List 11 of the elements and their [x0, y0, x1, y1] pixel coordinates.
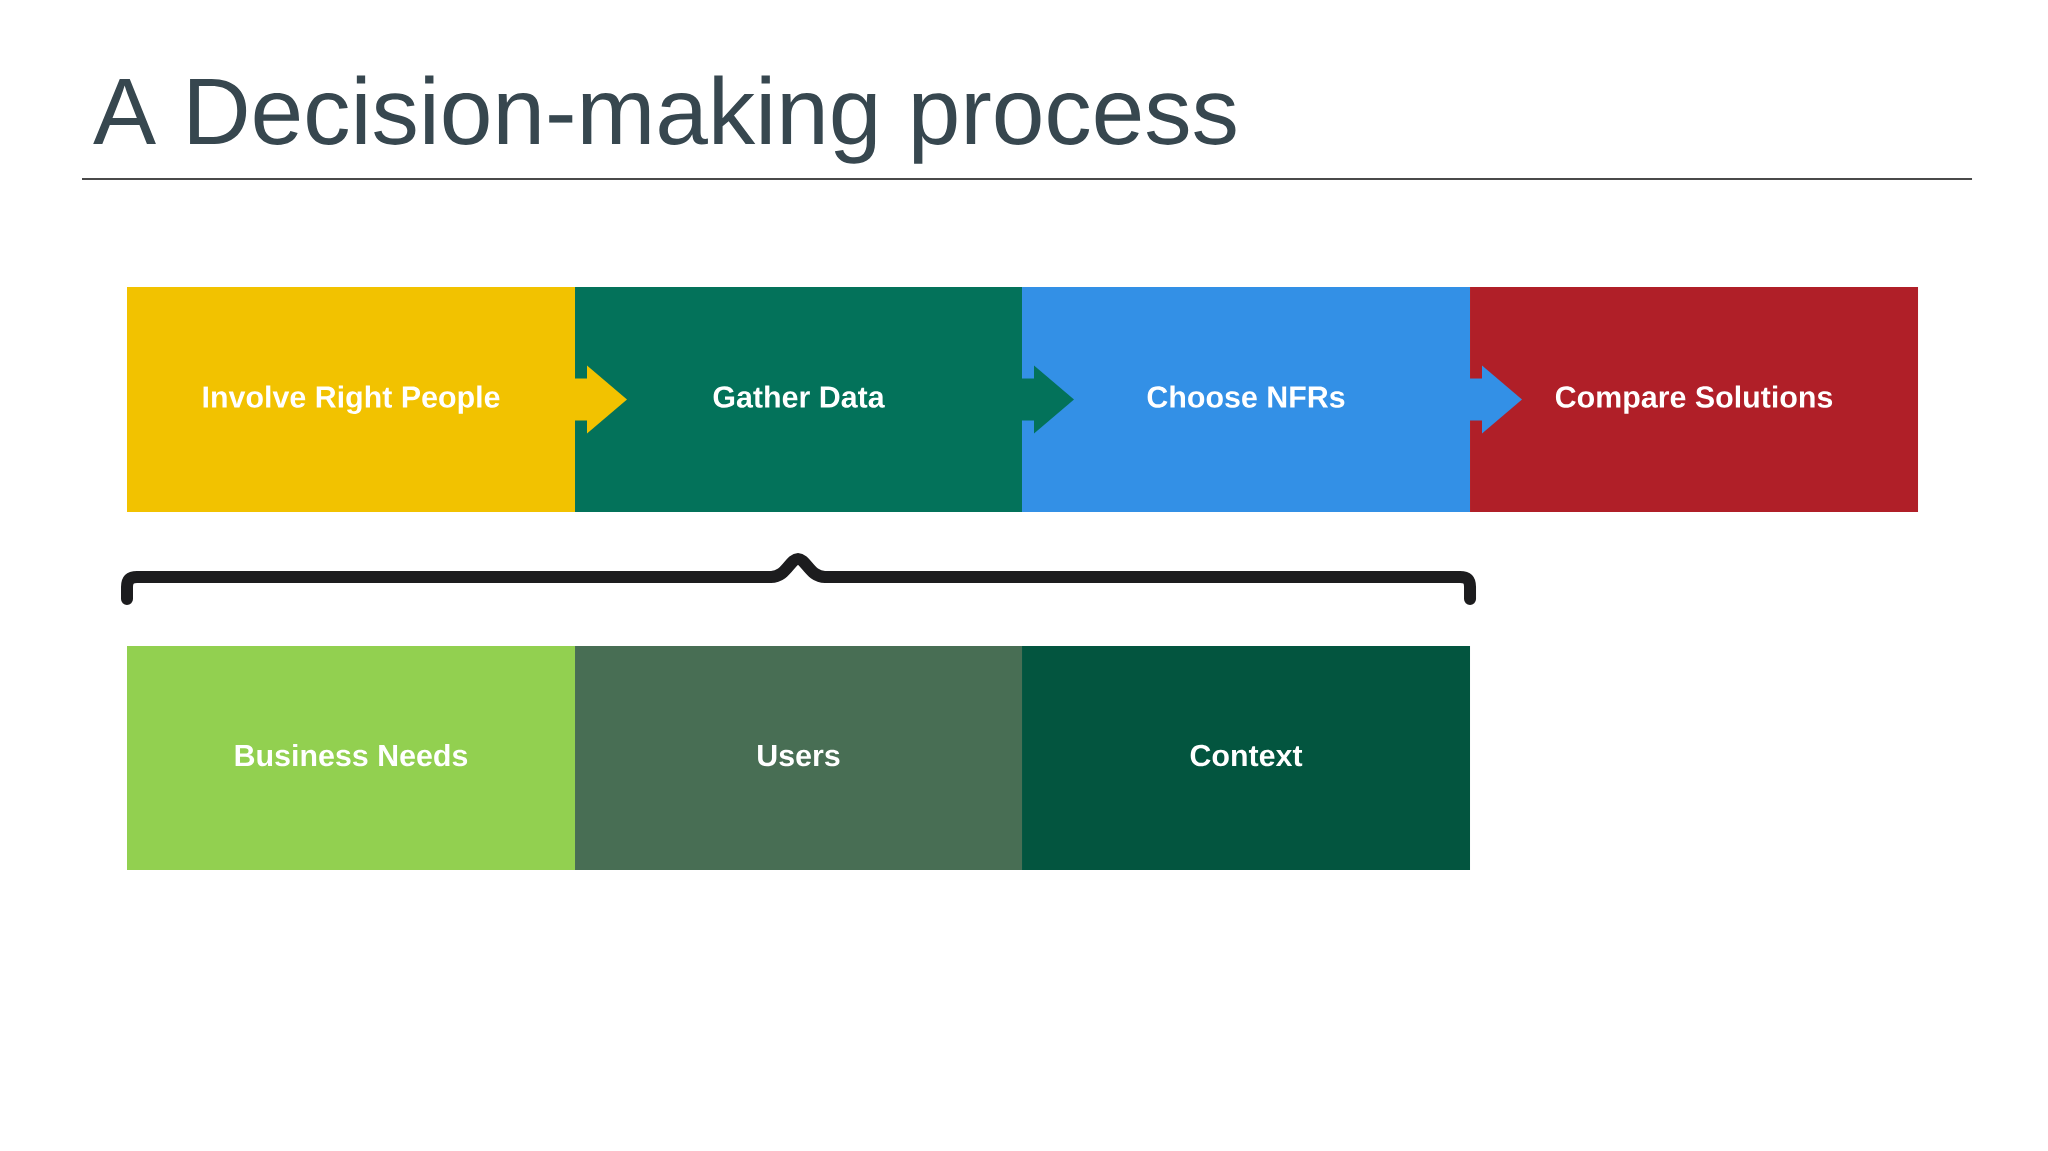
step-box: Compare Solutions [1470, 287, 1919, 512]
category-box: Context [1022, 646, 1470, 870]
step-box: Gather Data [575, 287, 1022, 512]
title: A Decision-making process [93, 75, 1236, 164]
category-box: Users [575, 646, 1022, 870]
arrow [1470, 365, 1523, 434]
arrow [1022, 365, 1074, 434]
step-box: Choose NFRs [1022, 287, 1470, 512]
category-box: Business Needs [127, 646, 575, 870]
step-box: Involve Right People [127, 287, 575, 512]
arrow [575, 365, 627, 434]
